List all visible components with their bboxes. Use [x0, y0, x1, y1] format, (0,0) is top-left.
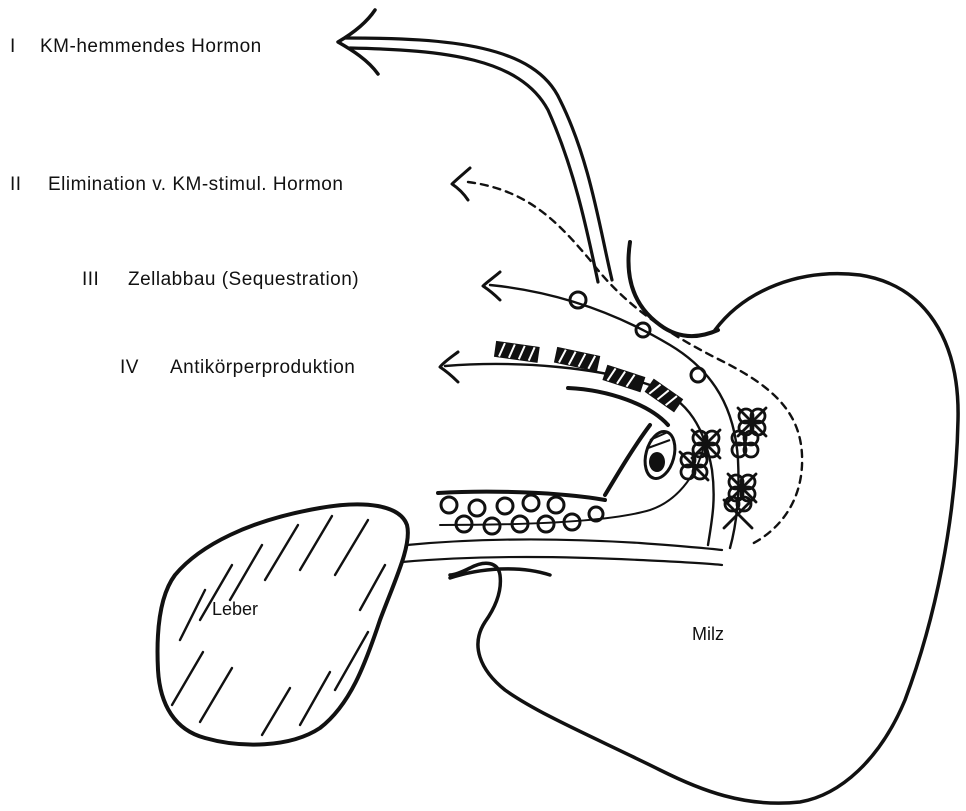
pulp-channel-lower	[438, 492, 605, 500]
pathway-I-arrowhead	[338, 10, 378, 74]
cell-circle	[484, 518, 500, 534]
cell-circle	[469, 500, 485, 516]
macrophage-cell	[640, 428, 679, 482]
spleen-label: Milz	[692, 624, 724, 644]
vein-lower-line	[402, 557, 722, 565]
degraded-cells	[680, 408, 766, 528]
pathway-I-inner	[350, 48, 598, 282]
function-II-numeral: II	[10, 174, 22, 195]
vein-upper-line	[407, 539, 722, 550]
cell-circle	[691, 368, 705, 382]
pathway-II-arrowhead	[452, 168, 470, 200]
plasma-cell	[604, 366, 644, 391]
cell-circle	[548, 497, 564, 513]
plasma-cells	[495, 342, 682, 411]
liver-outline	[158, 504, 408, 744]
function-II-label: Elimination v. KM-stimul. Hormon	[48, 174, 343, 195]
cell-circle	[441, 497, 457, 513]
function-I-label: KM-hemmendes Hormon	[40, 36, 262, 57]
function-IV-numeral: IV	[120, 357, 139, 378]
function-III-numeral: III	[82, 269, 99, 290]
pathway-IV-arrowhead	[440, 352, 458, 382]
cell-circle	[570, 292, 586, 308]
liver-label: Leber	[212, 599, 258, 619]
function-IV-label: Antikörperproduktion	[170, 357, 355, 378]
cell-circle	[523, 495, 539, 511]
function-I-numeral: I	[10, 36, 16, 57]
pathway-I-outer	[345, 38, 612, 280]
pulp-channel-left	[605, 425, 650, 495]
function-III-label: Zellabbau (Sequestration)	[128, 269, 359, 290]
cell-circle	[497, 498, 513, 514]
plasma-cell	[646, 380, 682, 411]
plasma-cell	[495, 342, 539, 362]
